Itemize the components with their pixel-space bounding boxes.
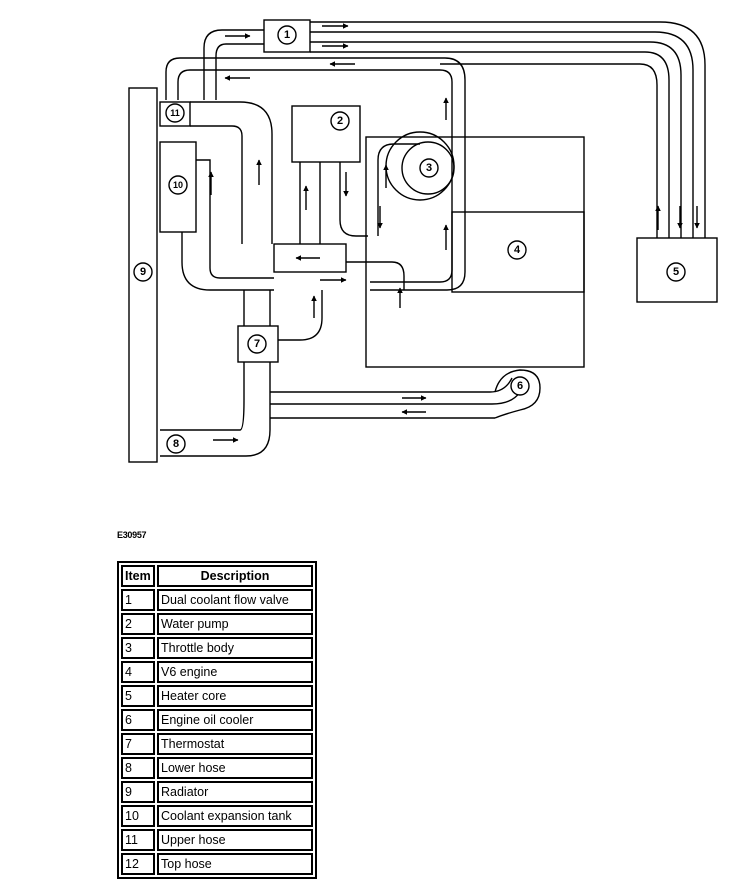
callout-3 xyxy=(419,158,439,178)
legend-item-description: Lower hose xyxy=(157,757,313,779)
legend-item-number: 12 xyxy=(121,853,155,875)
legend-item-number: 1 xyxy=(121,589,155,611)
legend-item-number: 9 xyxy=(121,781,155,803)
callout-11 xyxy=(165,103,185,123)
callout-10 xyxy=(168,175,188,195)
valve-feed-hose-inner xyxy=(215,43,264,100)
thermostat-lower xyxy=(243,362,271,390)
legend-item-number: 10 xyxy=(121,805,155,827)
callout-label-3: 3 xyxy=(426,162,432,174)
callout-2 xyxy=(330,111,350,131)
legend-item-number: 8 xyxy=(121,757,155,779)
callout-label-4: 4 xyxy=(514,244,521,256)
legend-item-number: 6 xyxy=(121,709,155,731)
legend-item-description: Upper hose xyxy=(157,829,313,851)
legend-item-number: 2 xyxy=(121,613,155,635)
heater-return xyxy=(440,63,658,238)
callout-label-9: 9 xyxy=(140,266,146,278)
legend-item-description: Heater core xyxy=(157,685,313,707)
top-hose-outer xyxy=(177,69,453,283)
legend-item-description: V6 engine xyxy=(157,661,313,683)
callout-5 xyxy=(666,262,686,282)
radiator xyxy=(128,87,158,463)
dual-coolant-flow-valve xyxy=(263,19,311,53)
heater-hose-4 xyxy=(310,51,670,238)
legend-item-description: Coolant expansion tank xyxy=(157,805,313,827)
pump-out-line xyxy=(339,162,368,237)
legend-item-description: Throttle body xyxy=(157,637,313,659)
heater-hose-inner xyxy=(310,31,694,238)
thermostat-to-pump xyxy=(278,290,323,341)
callout-label-2: 2 xyxy=(337,115,343,127)
lower-hose xyxy=(160,390,245,431)
thermostat xyxy=(237,325,279,363)
legend-item-description: Thermostat xyxy=(157,733,313,755)
bypass-block xyxy=(273,243,347,273)
callout-9 xyxy=(133,262,153,282)
legend-item-number: 3 xyxy=(121,637,155,659)
legend-item-number: 5 xyxy=(121,685,155,707)
legend-item-description: Engine oil cooler xyxy=(157,709,313,731)
callout-label-10: 10 xyxy=(173,180,183,190)
heater-hose-3 xyxy=(310,41,682,238)
legend-item-description: Dual coolant flow valve xyxy=(157,589,313,611)
legend-header-item: Item xyxy=(121,565,155,587)
callout-label-5: 5 xyxy=(673,266,679,278)
callout-label-7: 7 xyxy=(254,338,260,350)
legend-header-description: Description xyxy=(157,565,313,587)
expansion-line-a xyxy=(196,159,274,279)
top-hose-inner xyxy=(165,57,466,291)
upper-hose-bend-inner xyxy=(190,125,243,244)
callout-4 xyxy=(507,240,527,260)
engine-block-outline xyxy=(365,136,585,368)
oil-cooler-line-b xyxy=(270,391,521,405)
bypass-line xyxy=(346,261,405,290)
thermostat-stem xyxy=(243,290,271,326)
upper-hose-bend xyxy=(190,101,273,244)
legend-item-number: 4 xyxy=(121,661,155,683)
throttle-body xyxy=(401,141,455,195)
callout-label-6: 6 xyxy=(517,380,523,392)
legend-item-number: 11 xyxy=(121,829,155,851)
coolant-expansion-tank xyxy=(159,141,197,233)
legend-item-description: Water pump xyxy=(157,613,313,635)
engine-oil-cooler xyxy=(494,369,541,419)
expansion-line-b xyxy=(181,232,274,291)
callout-label-8: 8 xyxy=(173,438,179,450)
callout-8 xyxy=(166,434,186,454)
throttle-line xyxy=(377,143,420,236)
oil-cooler-line-a xyxy=(270,377,513,393)
legend-item-description: Radiator xyxy=(157,781,313,803)
legend-item-description: Top hose xyxy=(157,853,313,875)
legend-item-number: 7 xyxy=(121,733,155,755)
callout-6 xyxy=(510,376,530,396)
legend-header-row: Item Description xyxy=(121,565,313,587)
coolant-flow-diagram: 1 2 3 4 5 6 7 8 9 10 11 xyxy=(128,19,718,463)
figure-id: E30957 xyxy=(117,530,147,540)
valve-feed-hose xyxy=(203,29,264,100)
callout-label-1: 1 xyxy=(284,29,290,41)
callout-label-11: 11 xyxy=(170,108,180,118)
lower-hose-outer xyxy=(160,390,271,457)
callout-7 xyxy=(247,334,267,354)
water-pump xyxy=(291,105,361,163)
upper-hose xyxy=(159,101,191,127)
callout-1 xyxy=(277,25,297,45)
heater-core xyxy=(636,237,718,303)
heater-hose-pair xyxy=(310,21,706,238)
